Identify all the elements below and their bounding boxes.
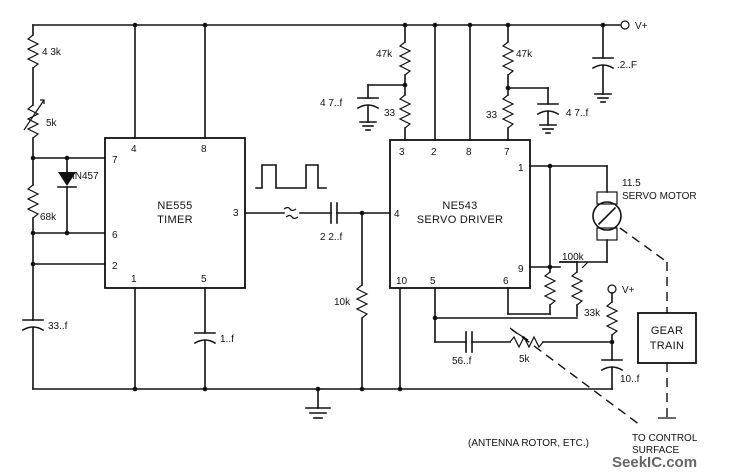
diode-in457 <box>57 157 77 234</box>
supply-label: V+ <box>635 21 648 32</box>
svg-text:6: 6 <box>503 276 509 287</box>
svg-text:GEAR: GEAR <box>651 325 683 337</box>
control-note-2: SURFACE <box>632 445 680 456</box>
pot-linkage <box>509 327 641 426</box>
capacitor-1uf <box>193 332 217 345</box>
watermark: SeekIC.com <box>612 454 697 471</box>
svg-text:6: 6 <box>112 230 118 241</box>
resistor-47k-left <box>398 41 412 76</box>
control-note-1: TO CONTROL <box>632 433 698 444</box>
svg-text:3: 3 <box>233 208 239 219</box>
potentiometer-5k-feedback <box>509 335 544 349</box>
svg-text:33: 33 <box>384 108 396 119</box>
driver-sub: SERVO DRIVER <box>417 214 504 226</box>
ground-symbol <box>305 388 331 419</box>
svg-text:56..f: 56..f <box>452 356 472 367</box>
supply-terminal <box>620 20 630 30</box>
svg-text:10: 10 <box>396 276 408 287</box>
capacitor-4-7uf-right <box>536 103 560 116</box>
servo-motor-icon <box>592 191 622 241</box>
svg-text:7: 7 <box>504 147 510 158</box>
svg-text:8: 8 <box>201 144 207 155</box>
svg-text:5: 5 <box>201 274 207 285</box>
svg-text:47k: 47k <box>376 49 393 60</box>
svg-text:4 3k: 4 3k <box>42 47 62 58</box>
svg-text:1..f: 1..f <box>220 334 234 345</box>
pulse-waveform-icon <box>255 164 327 189</box>
resistor-33k <box>605 301 619 336</box>
timer-sub: TIMER <box>157 214 193 226</box>
driver-name: NE543 <box>442 200 477 212</box>
svg-text:33: 33 <box>486 110 498 121</box>
resistor-47k-right <box>501 41 515 76</box>
svg-text:SERVO MOTOR: SERVO MOTOR <box>622 191 697 202</box>
svg-text:1: 1 <box>131 274 137 285</box>
resistor-4-3k <box>26 34 40 69</box>
resistor-10k <box>355 284 369 319</box>
ne555-timer-chip <box>104 137 246 289</box>
svg-text:4: 4 <box>131 144 137 155</box>
svg-text:10k: 10k <box>334 297 351 308</box>
svg-text:9: 9 <box>518 264 524 275</box>
capacitor-2-2uf <box>330 202 338 224</box>
svg-text:IN457: IN457 <box>72 171 99 182</box>
potentiometer-100k <box>570 271 584 306</box>
antenna-note: (ANTENNA ROTOR, ETC.) <box>468 438 589 449</box>
resistor-feedback <box>543 271 557 306</box>
svg-text:.2..F: .2..F <box>617 60 637 71</box>
supply-terminal-2 <box>607 284 617 294</box>
svg-text:47k: 47k <box>516 49 533 60</box>
ne543-servo-driver-chip <box>389 139 531 289</box>
resistor-33-right <box>501 94 515 129</box>
svg-text:2 2..f: 2 2..f <box>320 232 342 243</box>
svg-text:33k: 33k <box>584 308 601 319</box>
capacitor-33uf <box>21 319 45 332</box>
timer-name: NE555 <box>157 200 192 212</box>
svg-text:1: 1 <box>518 163 524 174</box>
svg-text:11.5: 11.5 <box>622 178 641 189</box>
capacitor-4-7uf-left <box>356 97 380 110</box>
capacitor-56uf <box>465 331 473 353</box>
svg-text:100k: 100k <box>562 252 585 263</box>
gear-train-box <box>637 312 697 364</box>
svg-text:5k: 5k <box>519 354 531 365</box>
svg-text:2: 2 <box>112 261 118 272</box>
svg-text:10..f: 10..f <box>620 374 640 385</box>
svg-text:33..f: 33..f <box>48 321 68 332</box>
svg-text:5: 5 <box>430 276 436 287</box>
svg-text:4: 4 <box>394 209 400 220</box>
resistor-68k <box>26 184 40 219</box>
svg-text:3: 3 <box>399 147 405 158</box>
capacitor-10uf <box>600 359 624 372</box>
svg-text:8: 8 <box>466 147 472 158</box>
svg-text:7: 7 <box>112 155 118 166</box>
svg-text:5k: 5k <box>46 118 58 129</box>
svg-text:V+: V+ <box>622 285 635 296</box>
svg-text:4 7..f: 4 7..f <box>320 98 342 109</box>
potentiometer-5k <box>26 104 40 139</box>
svg-text:68k: 68k <box>40 212 57 223</box>
svg-text:2: 2 <box>431 147 437 158</box>
capacitor-0-2uf <box>591 57 615 70</box>
svg-text:4 7..f: 4 7..f <box>566 108 588 119</box>
motor-to-gear-linkage <box>619 227 668 263</box>
svg-text:TRAIN: TRAIN <box>650 340 685 352</box>
resistor-33-left <box>398 94 412 129</box>
